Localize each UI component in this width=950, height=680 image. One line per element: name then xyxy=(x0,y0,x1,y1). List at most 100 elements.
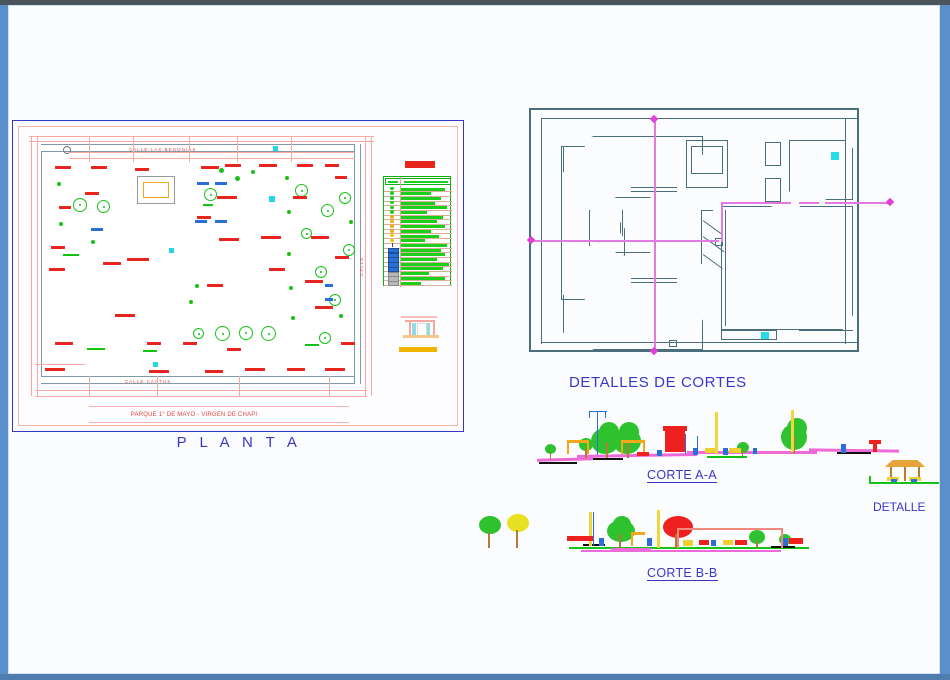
legend-row xyxy=(384,224,452,230)
detail-main-hall xyxy=(721,206,853,330)
shrub-symbol xyxy=(291,316,295,320)
tree-symbol xyxy=(215,326,230,341)
detail-marker-south xyxy=(669,340,677,347)
plan-annotation-blue xyxy=(195,220,207,223)
tree-symbol xyxy=(321,204,334,217)
axis-line-vertical[interactable] xyxy=(654,118,656,352)
plan-annotation xyxy=(147,342,161,345)
legend-row xyxy=(384,228,452,235)
north-marker xyxy=(63,146,71,154)
legend-row-label xyxy=(401,258,437,262)
legend-row-label xyxy=(401,234,439,238)
window-frame-left xyxy=(0,5,8,675)
detail-entry-wall-top xyxy=(701,210,713,212)
cortes-detail-plan[interactable] xyxy=(521,102,895,370)
legend-row xyxy=(384,233,452,240)
axis-line-horizontal-upper-b xyxy=(799,202,819,204)
legend-symbol-tree-icon xyxy=(385,196,399,201)
axis-endpoint-top[interactable] xyxy=(649,114,659,124)
street-label-right: CALLE xyxy=(359,256,364,276)
dim-line-v6 xyxy=(133,136,134,162)
legend-symbol-tree-icon xyxy=(385,191,399,196)
detalle-gazebo[interactable] xyxy=(869,454,939,488)
section-corte-bb[interactable] xyxy=(471,506,811,556)
site-plan-drawing[interactable]: CALLE LAS BEGONIAS CALLE CACTUS CALLE xyxy=(29,136,374,398)
legend-row-label xyxy=(401,196,441,200)
legend-row-label xyxy=(401,239,425,243)
dim-line-v8 xyxy=(237,136,238,162)
dim-line-v3 xyxy=(365,136,366,396)
axis-line-horizontal-upper-a[interactable] xyxy=(721,202,791,204)
window-frame-right xyxy=(940,5,950,675)
dim-line-h2 xyxy=(29,141,374,142)
legend-row-label xyxy=(401,248,441,252)
gazebo-roof-top xyxy=(889,460,921,463)
section-tree-crown xyxy=(545,444,556,454)
standalone-tree-trunk xyxy=(488,532,491,548)
section-bb-tree-trunk xyxy=(756,540,758,548)
plan-accent-cyan xyxy=(153,362,158,367)
drawing-canvas[interactable]: CALLE LAS BEGONIAS CALLE CACTUS CALLE xyxy=(9,6,939,673)
corte-bb-title: CORTE B-B xyxy=(647,566,718,581)
legend-row-label xyxy=(401,206,447,210)
caption-rule-top xyxy=(89,406,349,407)
section-corte-aa[interactable] xyxy=(536,406,900,466)
plan-annotation xyxy=(207,284,223,287)
legend-row xyxy=(384,210,452,216)
gazebo-seat xyxy=(891,479,897,482)
legend-row-label xyxy=(401,243,447,247)
axis-line-vertical-inner xyxy=(721,202,723,242)
plan-annotation-green xyxy=(63,254,79,257)
legend-symbol-palm-icon xyxy=(385,229,399,234)
section-bb-tree-crown xyxy=(749,530,765,544)
section-bb-palm-crown xyxy=(663,516,693,538)
corte-aa-title: CORTE A-A xyxy=(647,468,717,483)
section-tree-trunk xyxy=(627,442,630,458)
shrub-symbol xyxy=(219,168,224,173)
legend-symbol-palm-icon xyxy=(385,219,399,224)
section-pergola-post xyxy=(587,440,589,454)
plan-annotation xyxy=(305,280,323,283)
shrub-symbol xyxy=(189,300,193,304)
standalone-palm-trunk xyxy=(516,530,519,548)
plan-annotation xyxy=(49,268,65,271)
tree-symbol xyxy=(315,266,327,278)
tree-symbol xyxy=(343,244,355,256)
section-kiosk xyxy=(665,430,685,452)
axis-line-horizontal-upper-c xyxy=(825,202,891,204)
plan-annotation xyxy=(45,368,65,371)
axis-line-horizontal-left[interactable] xyxy=(531,240,711,242)
section-bb-bench-leg xyxy=(631,532,633,546)
plan-annotation xyxy=(205,370,223,373)
shrub-symbol xyxy=(57,182,61,186)
legend-row xyxy=(384,238,452,244)
plan-annotation xyxy=(227,348,241,351)
dim-line-h3 xyxy=(35,390,367,391)
detail-accent-bench xyxy=(761,332,769,339)
legend-row-label xyxy=(401,262,449,266)
planta-title: P L A N T A xyxy=(176,434,302,451)
section-tree-crown-large xyxy=(787,418,807,438)
section-furniture xyxy=(705,448,715,453)
detalle-title: DETALLE xyxy=(873,500,926,514)
axis-endpoint-right[interactable] xyxy=(885,197,895,207)
section-bb-furniture xyxy=(699,540,709,545)
section-furniture xyxy=(723,448,728,455)
section-aa-kerb-3 xyxy=(837,452,871,454)
detail-road-left xyxy=(541,118,543,344)
section-lamp-post xyxy=(597,411,599,455)
section-tree-trunk xyxy=(606,442,609,458)
dim-line-v2 xyxy=(37,136,38,396)
legend-symbol-palm-icon xyxy=(385,224,399,229)
gazebo-seat xyxy=(911,479,917,482)
legend-row-label xyxy=(401,187,445,191)
legend-table[interactable] xyxy=(383,176,452,287)
plan-annotation xyxy=(325,164,339,167)
detail-road-bottom xyxy=(541,342,859,344)
section-furniture xyxy=(841,444,846,453)
legend-symbol-post-icon xyxy=(385,242,399,248)
plan-annotation xyxy=(135,168,149,171)
detail-road-top2 xyxy=(541,118,859,120)
plan-annotation xyxy=(217,196,237,199)
